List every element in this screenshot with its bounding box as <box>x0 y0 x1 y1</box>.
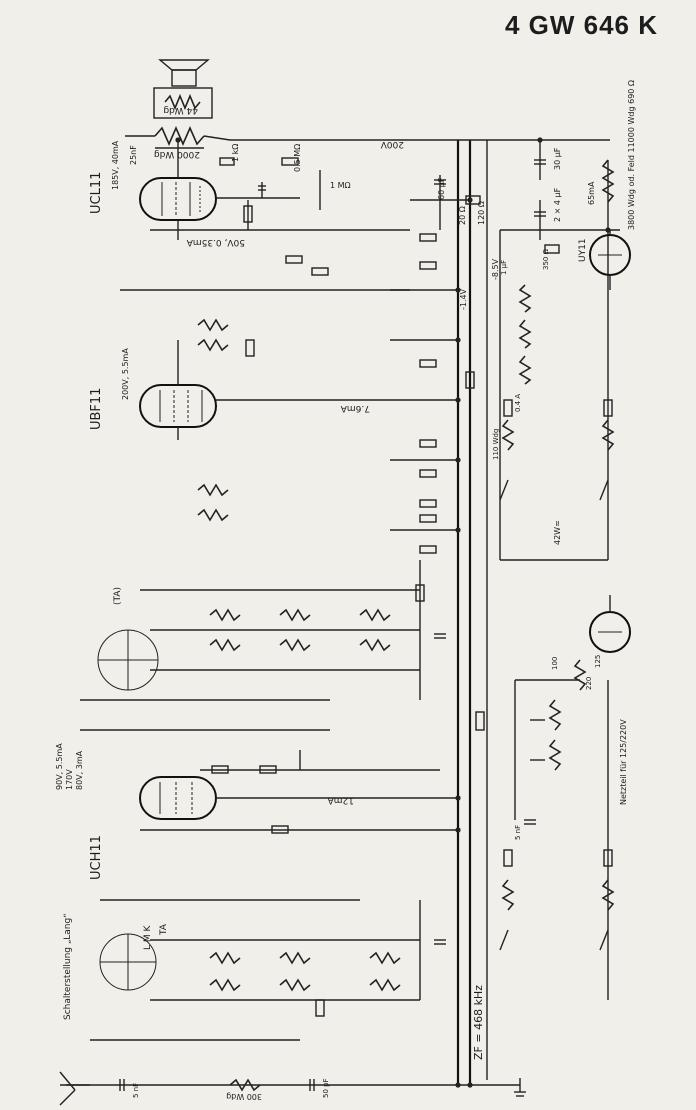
voltage-minus85: -8.5V <box>491 258 500 280</box>
osc-coils <box>80 560 485 731</box>
cap-50pf: 50 pF <box>322 1078 330 1098</box>
zf-label: ZF = 468 kHz <box>472 985 485 1060</box>
voltage-90v: 90V, 5.5mA <box>55 743 64 790</box>
junction-dots <box>175 137 611 1088</box>
mains-top: 0.4 A 110 Wdg 42W≈ <box>492 394 615 545</box>
wave-switch-upper: (TA) <box>97 587 159 691</box>
tube-uy11-label: UY11 <box>578 238 588 262</box>
tube-uy11-bottom <box>589 595 631 653</box>
uch11-wiring <box>140 750 458 834</box>
ta-label-upper: (TA) <box>113 587 123 605</box>
field-coil-label: 3800 Wdg od. Feld 11000 Wdg 690 Ω <box>627 80 636 230</box>
cap-5nf-antenna: 5 nF <box>132 1083 140 1098</box>
tube-uy11-top: UY11 <box>578 230 631 290</box>
resistor-1k: 1 kΩ <box>231 144 240 162</box>
lmk-label: L M K <box>143 924 153 950</box>
voltage-185v: 185V, 40mA <box>111 140 120 190</box>
main-buses <box>60 139 620 1086</box>
winding-110: 110 Wdg <box>492 429 500 460</box>
antenna-input: 5 nF 300 Wdg 50 pF <box>59 1071 526 1106</box>
res-120: 120 Ω <box>477 201 486 225</box>
voltage-200v: 200V <box>380 139 404 149</box>
voltage-170v: 170V <box>65 769 74 790</box>
ucl11-wiring: 1 kΩ 0.5 MΩ 1 MΩ <box>150 140 410 240</box>
resistor-05m: 0.5 MΩ <box>293 144 302 172</box>
cap-100: 100 <box>551 657 559 670</box>
tube-uch11: UCH11 <box>89 776 217 880</box>
cap-220: 220 <box>585 677 593 690</box>
current-76ma: 7.6mA <box>340 403 370 413</box>
winding-300: 300 Wdg <box>226 1092 262 1101</box>
tube-ubf11-label: UBF11 <box>89 388 104 430</box>
res-350: 350 Ω <box>542 248 550 270</box>
power-42w: 42W≈ <box>553 520 562 545</box>
heater-chain-top: 350 Ω 1 µF -8.5V -1.4V <box>459 244 560 385</box>
switch-position-label: Schalterstellung „Lang“ <box>63 913 73 1020</box>
if-stage-2 <box>120 233 475 554</box>
res-20: 20 Ω <box>458 206 467 225</box>
mains-bottom: 100 125 220 Netzteil für 125/220V 5 nF <box>499 655 628 1000</box>
cap-25nf-a: 25nF <box>129 145 138 165</box>
cap-1uf: 1 µF <box>500 260 508 275</box>
voltage-80v: 80V, 3mA <box>75 750 84 790</box>
cap-30uf: 30 µF <box>553 147 562 170</box>
cap-2x4uf: 2 × 4 µF <box>553 187 562 222</box>
cap-125: 125 <box>594 655 602 668</box>
cap-5nf-bottom: 5 nF <box>514 825 522 840</box>
tube-ucl11: UCL11 <box>89 172 217 221</box>
output-winding-label: 2000 Wdg <box>154 149 200 159</box>
netzteil-label: Netzteil für 125/220V <box>619 719 628 805</box>
rf-coils: ZF = 468 kHz <box>90 899 485 1060</box>
cap-60uf: 60 µF <box>437 177 446 200</box>
page-title: 4 GW 646 K <box>504 10 658 40</box>
pot-1m: 1 MΩ <box>330 181 351 190</box>
hv-filter: 60 µF 20 Ω 120 Ω 30 µF 2 × 4 µF 65mA 380… <box>410 80 636 240</box>
wave-switch-lower: L M K TA Schalterstellung „Lang“ <box>63 913 169 1020</box>
voltage-minus14: -1.4V <box>459 288 468 310</box>
current-65ma: 65mA <box>587 181 596 205</box>
tube-ucl11-label: UCL11 <box>89 172 104 214</box>
loudspeaker: 44 Wdg <box>153 59 213 119</box>
fuse-label-a: 0.4 A <box>514 394 522 412</box>
voltage-200v-ubf: 200V, 5.5mA <box>121 348 130 400</box>
speaker-winding-label: 44 Wdg <box>163 105 198 115</box>
tube-uch11-label: UCH11 <box>89 835 104 880</box>
output-transformer: 2000 Wdg <box>125 126 231 159</box>
tube-ubf11: UBF11 <box>89 384 217 430</box>
current-12ma: 12mA <box>327 795 354 805</box>
voltage-50v: 50V, 0.35mA <box>186 237 245 247</box>
ta-label-lower: TA <box>159 923 169 936</box>
